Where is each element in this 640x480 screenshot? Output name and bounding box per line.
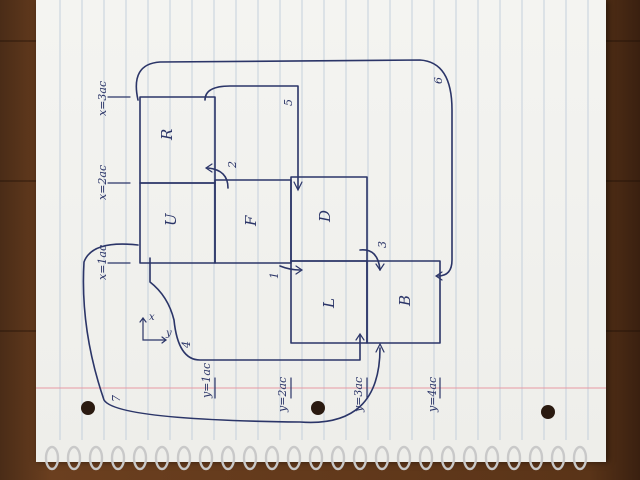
edge-number-6: 6 [432,77,445,84]
punch-hole [81,401,95,415]
edge-arrow-2 [207,167,229,189]
punch-hole [541,405,555,419]
y-mark-1: y=1ac [200,363,213,399]
edge-arrow-5 [204,85,299,189]
face-label-b: B [396,295,414,307]
ruled-lines [59,0,589,440]
edge-arrow-6 [135,59,453,277]
face-label-l: L [320,298,338,309]
punch-hole [311,401,325,415]
x-mark-2: x=2ac [96,165,109,200]
axis-indicator: x y [139,312,172,344]
edge-arrow-3 [359,249,381,271]
edge-arrow-1 [279,265,301,271]
edge-number-2: 2 [226,161,239,169]
y-mark-4: y=4ac [426,377,439,413]
edge-number-5: 5 [282,99,295,106]
edge-number-3: 3 [376,241,389,248]
y-mark-2: y=2ac [276,377,289,413]
face-label-u: U [162,212,180,226]
face-r [139,96,216,184]
edge-number-7: 7 [110,395,123,402]
notebook-page [36,0,606,462]
spiral-binding [44,445,588,471]
axis-label-y: y [165,328,172,339]
edge-number-4: 4 [180,341,193,349]
axis-label-x: x [149,312,155,323]
edge-arrow-7 [82,243,381,424]
edge-number-1: 1 [268,272,281,279]
face-label-f: F [242,215,260,227]
face-b [366,260,441,344]
face-label-r: R [158,129,176,141]
edge-arrows [82,59,453,424]
edge-arrow-4 [149,257,361,361]
face-label-d: D [316,210,334,223]
x-mark-3: x=3ac [96,81,109,116]
x-mark-1: x=1ac [96,245,109,280]
cube-net [139,96,441,344]
